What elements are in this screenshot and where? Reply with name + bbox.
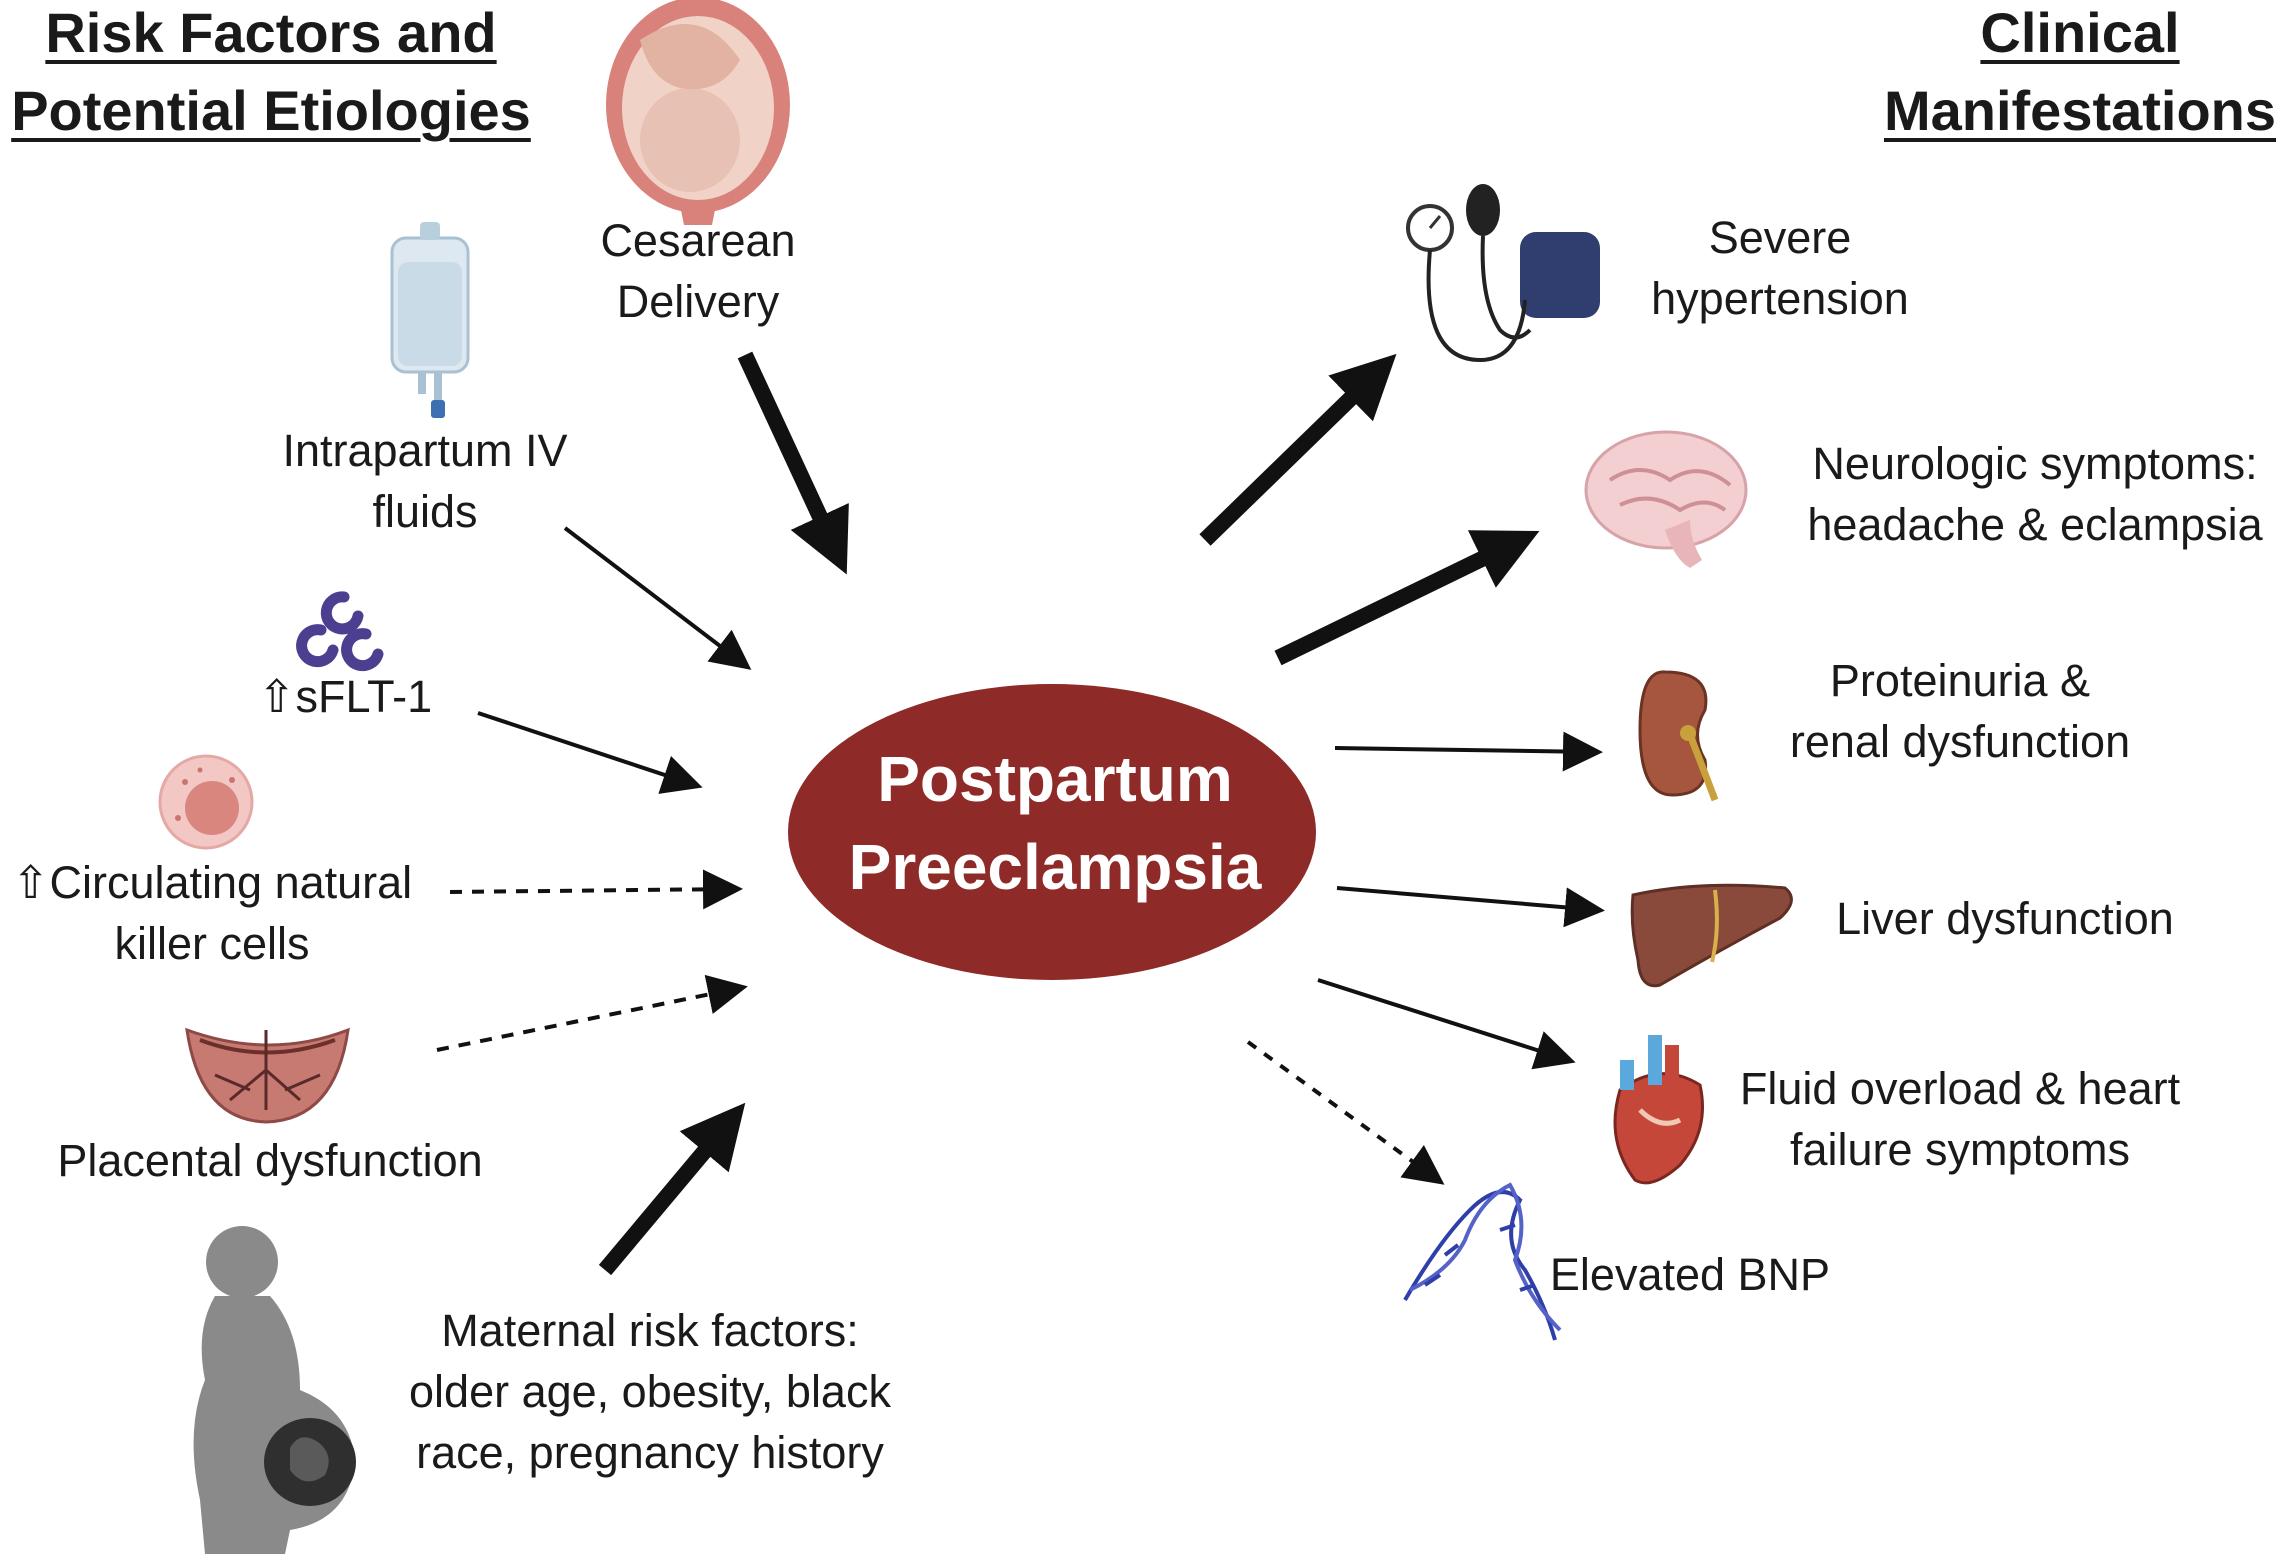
label-heart-line-1: Fluid overload & heart <box>1739 1063 2181 1114</box>
label-maternal-line-2: older age, obesity, black <box>409 1366 891 1417</box>
label-neuro-line-1: Neurologic symptoms: <box>1812 438 2258 489</box>
center-label: Postpartum Preeclampsia <box>790 735 1320 911</box>
center-line-2: Preeclampsia <box>848 831 1262 903</box>
sflt-protein-icon <box>296 591 384 672</box>
heading-clinical-manifestations: Clinical Manifestations <box>1870 0 2290 150</box>
label-nk-cells-line-2: killer cells <box>114 918 310 969</box>
label-neuro: Neurologic symptoms: headache & eclampsi… <box>1785 433 2285 555</box>
label-cesarean: Cesarean Delivery <box>588 210 808 332</box>
label-iv-fluids-line-1: Intrapartum IV <box>282 425 568 476</box>
label-iv-fluids-line-2: fluids <box>372 486 478 537</box>
arrow-maternal <box>598 1102 746 1276</box>
label-placental-line-1: Placental dysfunction <box>57 1135 483 1186</box>
arrow-heart <box>1317 978 1576 1070</box>
label-sflt-line-1: ⇧sFLT-1 <box>257 671 433 722</box>
label-hypertension-line-2: hypertension <box>1651 273 1909 324</box>
label-cesarean-line-2: Delivery <box>616 276 780 327</box>
brain-icon <box>1584 430 1748 568</box>
label-nk-cells-line-1: ⇧Circulating natural <box>11 857 413 908</box>
heading-right-line-2: Manifestations <box>1883 79 2277 142</box>
label-heart: Fluid overload & heart failure symptoms <box>1720 1058 2200 1180</box>
blood-pressure-icon <box>1406 184 1600 363</box>
label-hypertension-line-1: Severe <box>1708 212 1852 263</box>
label-bnp-line-1: Elevated BNP <box>1549 1249 1831 1300</box>
pregnant-silhouette-icon <box>193 1226 356 1554</box>
center-line-1: Postpartum <box>877 743 1233 815</box>
label-renal-line-2: renal dysfunction <box>1789 716 2131 767</box>
nk-cell-icon <box>158 754 254 850</box>
arrow-neuro <box>1274 530 1540 666</box>
arrow-iv-fluids <box>563 526 752 670</box>
label-cesarean-line-1: Cesarean <box>600 215 796 266</box>
label-sflt: ⇧sFLT-1 <box>250 666 440 727</box>
label-maternal: Maternal risk factors: older age, obesit… <box>390 1300 910 1483</box>
heading-right-line-1: Clinical <box>1980 1 2180 64</box>
iv-bag-icon <box>390 222 470 418</box>
center-ellipse <box>788 684 1316 980</box>
arrow-liver <box>1336 886 1605 928</box>
label-liver-line-1: Liver dysfunction <box>1836 893 2174 944</box>
label-nk-cells: ⇧Circulating natural killer cells <box>2 852 422 974</box>
arrow-hypertension <box>1199 353 1397 546</box>
label-bnp: Elevated BNP <box>1545 1244 1835 1305</box>
label-maternal-line-1: Maternal risk factors: <box>441 1305 859 1356</box>
label-liver: Liver dysfunction <box>1805 888 2205 949</box>
label-maternal-line-3: race, pregnancy history <box>416 1427 884 1478</box>
label-heart-line-2: failure symptoms <box>1789 1124 2131 1175</box>
arrow-cesarean <box>737 351 849 575</box>
label-placental: Placental dysfunction <box>40 1130 500 1191</box>
dna-icon <box>1403 1182 1562 1341</box>
arrow-sflt <box>477 711 703 794</box>
liver-icon <box>1630 883 1793 988</box>
kidney-icon <box>1638 670 1719 802</box>
arrow-renal <box>1334 731 1603 772</box>
label-iv-fluids: Intrapartum IV fluids <box>265 420 585 542</box>
heart-icon <box>1613 1035 1704 1185</box>
arrow-nk-cells <box>449 869 743 910</box>
label-neuro-line-2: headache & eclampsia <box>1807 499 2263 550</box>
arrow-bnp <box>1246 1040 1445 1185</box>
label-hypertension: Severe hypertension <box>1630 207 1930 329</box>
heading-risk-factors: Risk Factors and Potential Etiologies <box>6 0 536 150</box>
heading-left-line-1: Risk Factors and <box>45 1 497 64</box>
uterus-icon <box>606 0 790 225</box>
label-renal-line-1: Proteinuria & <box>1829 655 2091 706</box>
placenta-icon <box>185 1027 350 1124</box>
heading-left-line-2: Potential Etiologies <box>11 79 531 142</box>
arrow-placental <box>436 974 748 1052</box>
label-renal: Proteinuria & renal dysfunction <box>1760 650 2160 772</box>
